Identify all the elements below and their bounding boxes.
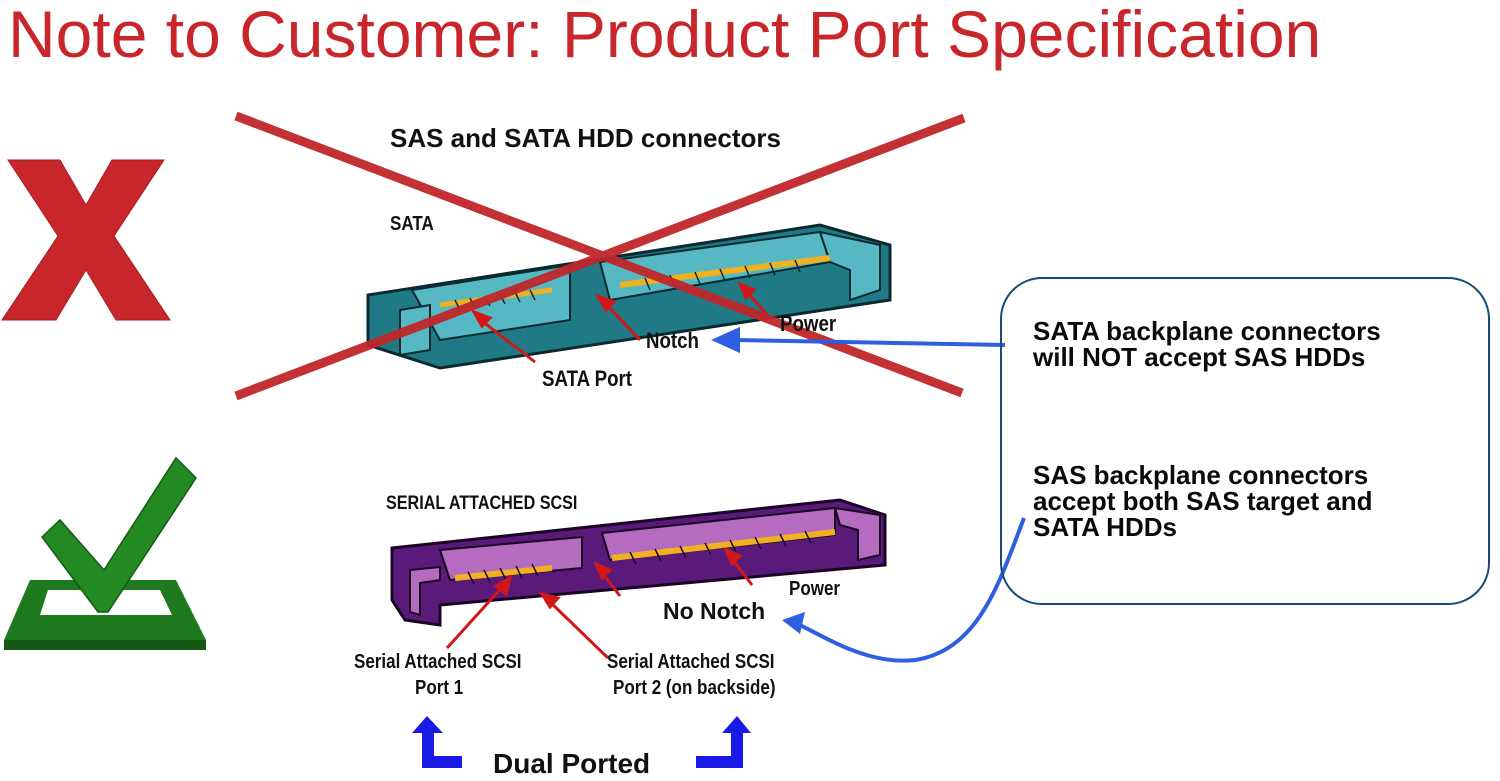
sata-port-label: SATA Port xyxy=(542,366,633,391)
sas-port2-line2: Port 2 (on backside) xyxy=(613,677,776,699)
page-title: Note to Customer: Product Port Specifica… xyxy=(8,0,1322,71)
sata-note-line1: SATA backplane connectors xyxy=(1033,316,1381,346)
sas-port1-line2: Port 1 xyxy=(415,677,464,699)
sas-note-line1: SAS backplane connectors xyxy=(1033,460,1369,490)
sas-label: SERIAL ATTACHED SCSI xyxy=(386,493,578,514)
sata-pointer-arrows xyxy=(470,281,772,364)
sas-pointer-arrows xyxy=(445,547,754,660)
sata-power-label: Power xyxy=(780,311,837,336)
red-x-icon xyxy=(1,159,171,321)
sata-note-line2: will NOT accept SAS HDDs xyxy=(1033,342,1366,372)
dual-ported-left-arrow xyxy=(412,716,462,768)
green-check-icon xyxy=(4,456,206,650)
diagram-heading: SAS and SATA HDD connectors xyxy=(390,123,782,153)
sas-no-notch-label: No Notch xyxy=(663,598,766,624)
sas-note-line2: accept both SAS target and xyxy=(1033,486,1373,516)
sata-backplane-note: SATA backplane connectors will NOT accep… xyxy=(1033,318,1381,370)
dual-ported-label: Dual Ported xyxy=(493,748,651,779)
sas-port2-line1: Serial Attached SCSI xyxy=(607,651,775,673)
notch-pointer-arrow xyxy=(711,326,1006,354)
cross-out-lines xyxy=(234,111,966,401)
sas-backplane-note: SAS backplane connectors accept both SAS… xyxy=(1033,462,1373,540)
sas-power-label: Power xyxy=(789,578,841,600)
sas-connector xyxy=(390,498,887,627)
dual-ported-right-arrow xyxy=(696,716,751,768)
sata-notch-label: Notch xyxy=(646,328,699,353)
sas-note-line3: SATA HDDs xyxy=(1033,512,1177,542)
callout-box xyxy=(1000,277,1490,605)
sata-label: SATA xyxy=(390,213,434,235)
sas-port1-line1: Serial Attached SCSI xyxy=(354,651,522,673)
